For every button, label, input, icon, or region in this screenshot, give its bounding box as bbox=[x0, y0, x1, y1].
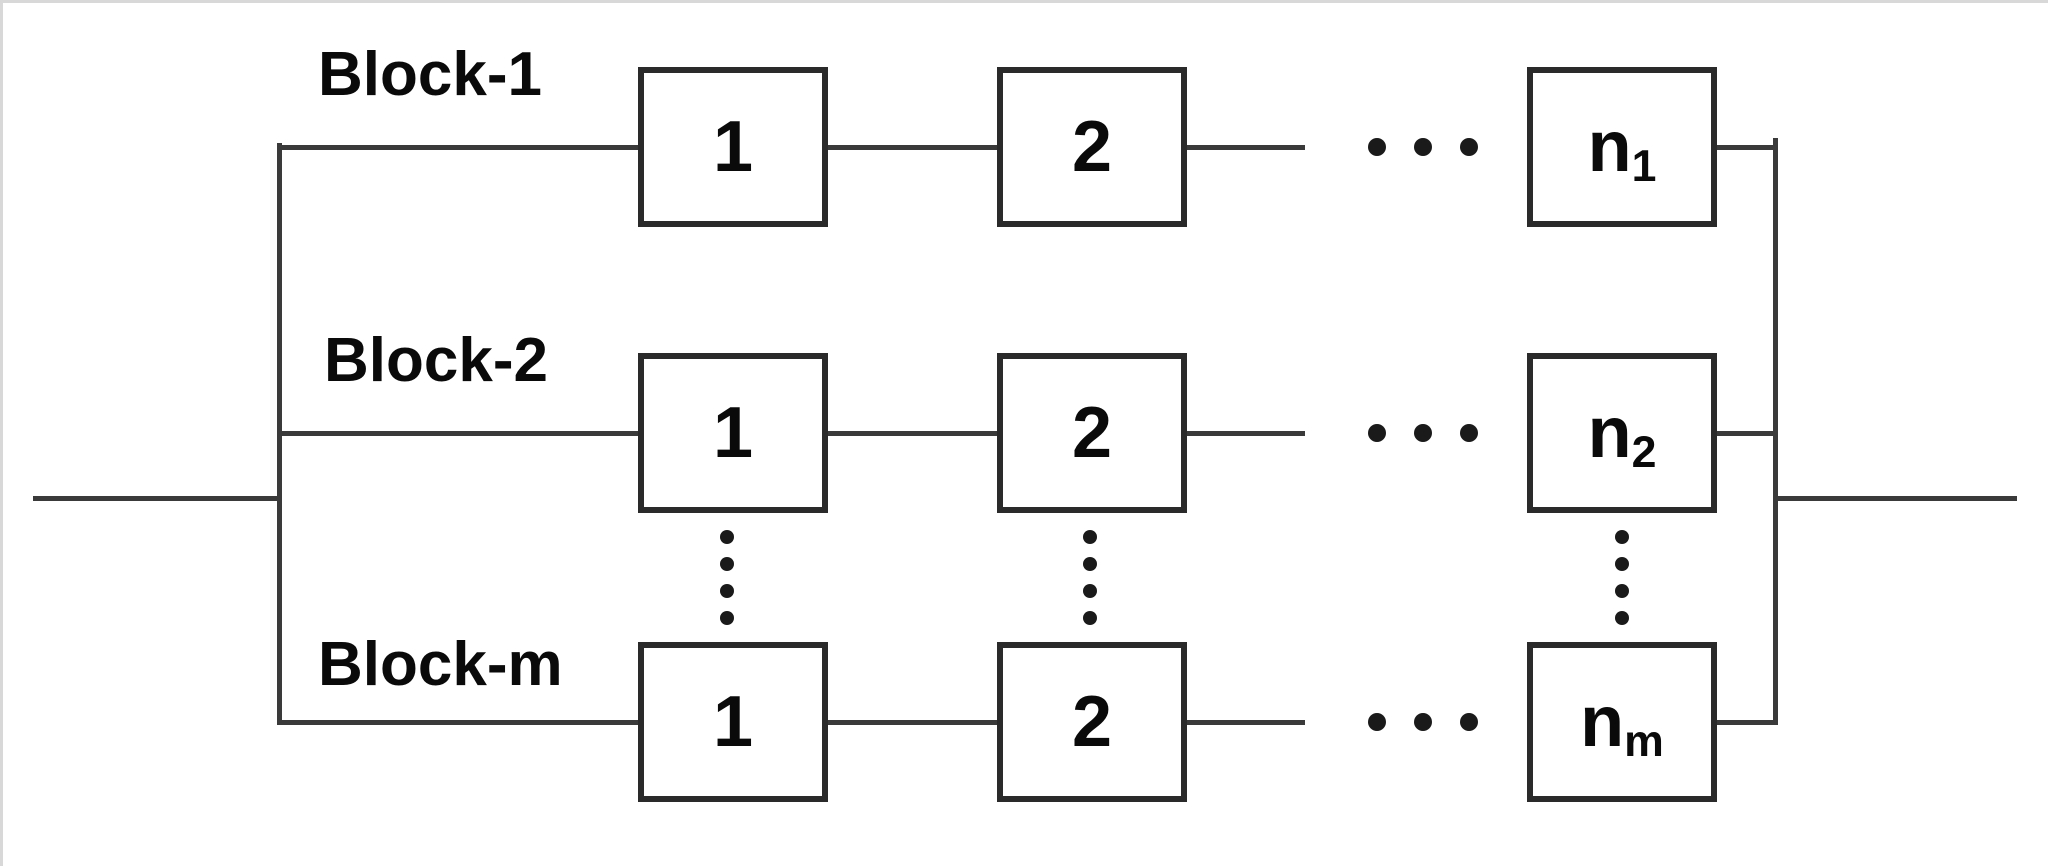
unit-box-label: 2 bbox=[1071, 107, 1113, 187]
unit-box-label: 2 bbox=[1071, 393, 1113, 473]
unit-box-label: 2 bbox=[1071, 682, 1113, 762]
horizontal-ellipsis-dot bbox=[1460, 424, 1478, 442]
input-wire bbox=[33, 496, 281, 501]
unit-box-row1-n1: n1 bbox=[1527, 67, 1717, 227]
vertical-ellipsis-dot bbox=[1615, 611, 1629, 625]
unit-box-label: n1 bbox=[1587, 107, 1657, 191]
horizontal-ellipsis-dot bbox=[1414, 713, 1432, 731]
unit-box-label: 1 bbox=[712, 682, 754, 762]
horizontal-ellipsis-dot bbox=[1368, 138, 1386, 156]
horizontal-ellipsis-dot bbox=[1414, 138, 1432, 156]
row-label-block-m: Block-m bbox=[318, 630, 563, 699]
horizontal-ellipsis-dot bbox=[1368, 713, 1386, 731]
right-bus-wire bbox=[1773, 138, 1778, 725]
vertical-ellipsis-dot bbox=[1083, 611, 1097, 625]
wire-row1-box1-to-box2 bbox=[827, 145, 997, 150]
vertical-ellipsis-dot bbox=[1615, 557, 1629, 571]
vertical-ellipsis-dot bbox=[1615, 584, 1629, 598]
vertical-ellipsis-dot bbox=[720, 611, 734, 625]
horizontal-ellipsis-dot bbox=[1368, 424, 1386, 442]
wire-rowm-box1-to-box2 bbox=[827, 720, 997, 725]
unit-box-row2-1: 1 bbox=[638, 353, 828, 513]
unit-box-row1-1: 1 bbox=[638, 67, 828, 227]
wire-rowm-nbox-to-bus bbox=[1717, 720, 1775, 725]
unit-box-rowm-1: 1 bbox=[638, 642, 828, 802]
wire-rowm-box2-stub bbox=[1185, 720, 1305, 725]
vertical-ellipsis-dot bbox=[1083, 584, 1097, 598]
row-label-block-2: Block-2 bbox=[324, 326, 548, 395]
scan-edge-top bbox=[0, 0, 2048, 3]
wire-row2-nbox-to-bus bbox=[1717, 431, 1775, 436]
scan-edge-left bbox=[0, 0, 3, 866]
unit-box-rowm-nm: nm bbox=[1527, 642, 1717, 802]
vertical-ellipsis-dot bbox=[720, 584, 734, 598]
wire-row1-box2-stub bbox=[1185, 145, 1305, 150]
unit-box-label: n2 bbox=[1587, 393, 1657, 477]
wire-row2-box1-to-box2 bbox=[827, 431, 997, 436]
unit-box-label: 1 bbox=[712, 393, 754, 473]
vertical-ellipsis-dot bbox=[720, 557, 734, 571]
output-wire bbox=[1775, 496, 2017, 501]
unit-box-label: nm bbox=[1580, 682, 1664, 766]
horizontal-ellipsis-dot bbox=[1414, 424, 1432, 442]
wire-row2-box2-stub bbox=[1185, 431, 1305, 436]
vertical-ellipsis-dot bbox=[1615, 530, 1629, 544]
vertical-ellipsis-dot bbox=[1083, 530, 1097, 544]
unit-box-row1-2: 2 bbox=[997, 67, 1187, 227]
vertical-ellipsis-dot bbox=[720, 530, 734, 544]
wire-row2-bus-to-box1 bbox=[281, 431, 638, 436]
unit-box-rowm-2: 2 bbox=[997, 642, 1187, 802]
unit-box-row2-2: 2 bbox=[997, 353, 1187, 513]
vertical-ellipsis-dot bbox=[1083, 557, 1097, 571]
horizontal-ellipsis-dot bbox=[1460, 713, 1478, 731]
unit-box-label: 1 bbox=[712, 107, 754, 187]
wire-row1-nbox-to-bus bbox=[1717, 145, 1775, 150]
unit-box-row2-n2: n2 bbox=[1527, 353, 1717, 513]
horizontal-ellipsis-dot bbox=[1460, 138, 1478, 156]
left-bus-wire bbox=[277, 143, 282, 725]
wire-rowm-bus-to-box1 bbox=[281, 720, 638, 725]
row-label-block-1: Block-1 bbox=[318, 40, 542, 109]
wire-row1-bus-to-box1 bbox=[281, 145, 638, 150]
